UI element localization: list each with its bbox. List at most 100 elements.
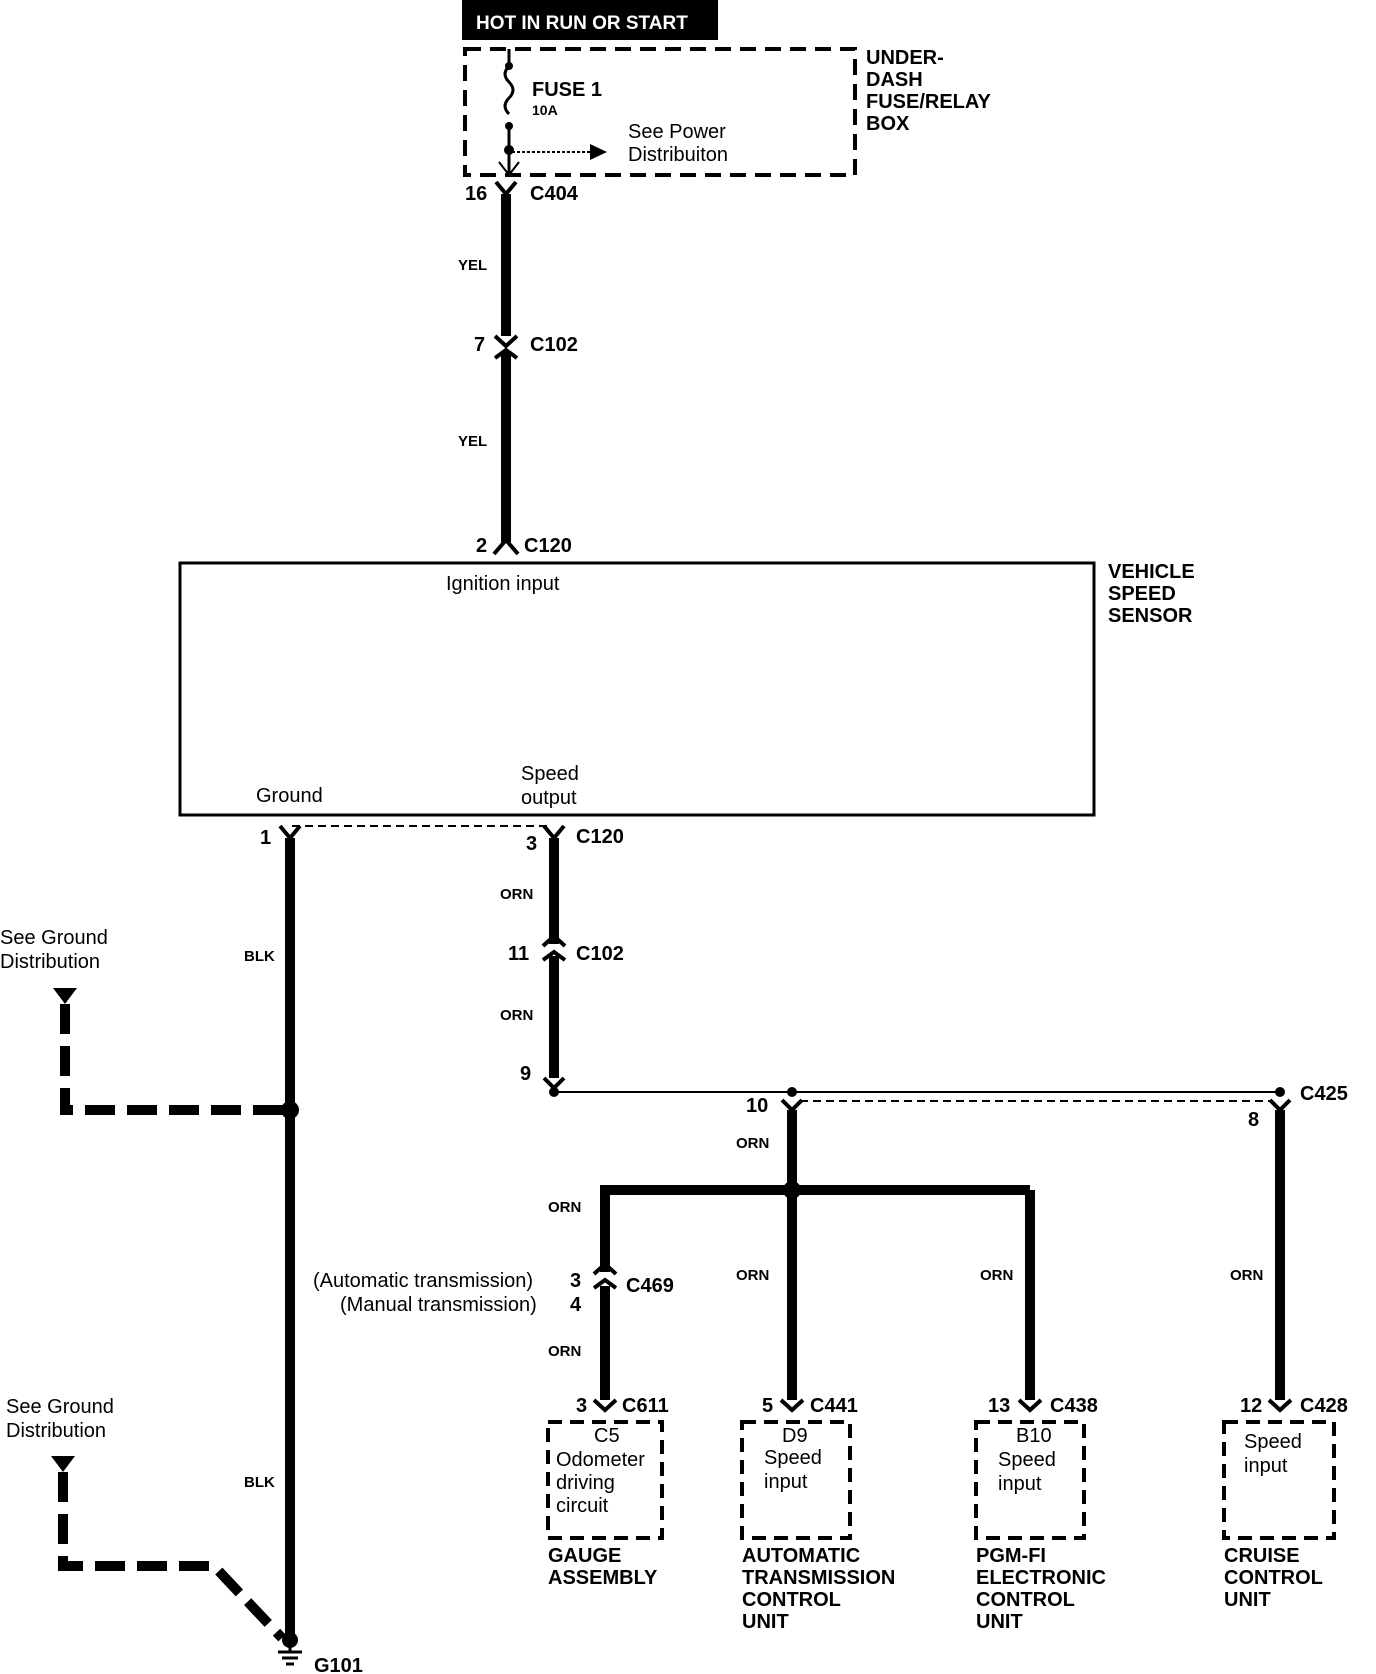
gauge-box [546, 1420, 664, 1540]
c469-manual-label: (Manual transmission) [340, 1294, 537, 1316]
g101-ground-icon [278, 1632, 302, 1666]
c611-label: C611 [622, 1395, 669, 1417]
atcu-pin-name: D9 [782, 1425, 808, 1447]
yel-wire-label-1: YEL [458, 257, 487, 274]
atcu-unit-2: TRANSMISSION [742, 1567, 895, 1589]
orn-wire-label-7: ORN [980, 1267, 1013, 1284]
c611-pin: 3 [576, 1395, 587, 1417]
blk-wire-label-1: BLK [244, 948, 275, 965]
pgmfi-pin-name: B10 [1016, 1425, 1052, 1447]
splice-9-connector [542, 1076, 566, 1097]
hot-header-box [462, 0, 718, 40]
c102-bottom-pin: 11 [508, 943, 529, 965]
pgmfi-unit-4: UNIT [976, 1611, 1023, 1633]
c425-pin-a-connector [780, 1098, 804, 1113]
orn-wire-label-4: ORN [548, 1199, 581, 1216]
c120-top-pin: 2 [476, 535, 487, 557]
pgmfi-box [974, 1420, 1086, 1540]
c469-label: C469 [626, 1275, 674, 1297]
c120-top-connector [492, 536, 520, 556]
c404-connector [494, 180, 518, 198]
pgmfi-unit-3: CONTROL [976, 1589, 1075, 1611]
c120-ground-connector [278, 824, 302, 842]
ground-ref-2-line2: Distribution [6, 1420, 106, 1442]
gauge-unit-1: GAUGE [548, 1545, 621, 1567]
gauge-pin-name: C5 [594, 1425, 620, 1447]
gauge-text-2: driving [556, 1472, 615, 1494]
see-power-arrow [512, 144, 607, 160]
c102-top-connector [493, 334, 519, 360]
c441-pin: 5 [762, 1395, 773, 1417]
gauge-text-3: circuit [556, 1495, 609, 1517]
ground-ref-1-dashed-wire [60, 1004, 290, 1115]
fuse-box-label-4: BOX [866, 113, 910, 135]
c425-pin-b: 8 [1248, 1109, 1259, 1131]
c425-label: C425 [1300, 1083, 1348, 1105]
c438-connector [1017, 1398, 1043, 1413]
pgmfi-text-1: Speed [998, 1449, 1056, 1471]
ground-ref-1-line1: See Ground [0, 927, 108, 949]
sensor-speed-output-2: output [521, 787, 577, 809]
ground-ref-1-arrow-icon [53, 988, 77, 1004]
g101-label: G101 [314, 1655, 363, 1674]
gauge-text-1: Odometer [556, 1449, 645, 1471]
cruise-unit-2: CONTROL [1224, 1567, 1323, 1589]
sensor-ignition-input: Ignition input [446, 573, 560, 595]
fuse-name: FUSE 1 [532, 79, 602, 101]
cruise-box [1222, 1420, 1336, 1540]
blk-wire-label-2: BLK [244, 1474, 275, 1491]
sensor-speed-output-1: Speed [521, 763, 579, 785]
c120-speed-pin: 3 [526, 833, 537, 855]
c102-bottom-connector [541, 933, 567, 962]
see-power-label-2: Distribuiton [628, 144, 728, 166]
fuse-symbol [498, 49, 520, 177]
c120-ground-pin: 1 [260, 827, 271, 849]
c102-top-pin: 7 [474, 334, 485, 356]
atcu-unit-3: CONTROL [742, 1589, 841, 1611]
ground-splice-dot [281, 1101, 299, 1119]
c469-automatic-label: (Automatic transmission) [313, 1270, 533, 1292]
pgmfi-unit-2: ELECTRONIC [976, 1567, 1106, 1589]
pgmfi-text-2: input [998, 1473, 1042, 1495]
atcu-unit-1: AUTOMATIC [742, 1545, 860, 1567]
c120-top-label: C120 [524, 535, 572, 557]
c120-bottom-label: C120 [576, 826, 624, 848]
c428-pin: 12 [1240, 1395, 1262, 1417]
vehicle-speed-sensor-box [178, 561, 1096, 817]
c102-bottom-label: C102 [576, 943, 624, 965]
c425-pin-a: 10 [746, 1095, 768, 1117]
fuse-box-label-2: DASH [866, 69, 923, 91]
sensor-name-1: VEHICLE [1108, 561, 1195, 583]
splice-9-pin: 9 [520, 1063, 531, 1085]
orn-wire-label-5: ORN [548, 1343, 581, 1360]
ground-ref-2-dashed-wire [58, 1472, 286, 1642]
yel-wire-label-2: YEL [458, 433, 487, 450]
c425-node-a [787, 1087, 797, 1097]
c404-label: C404 [530, 183, 579, 205]
c611-connector [592, 1398, 618, 1413]
c469-connector [592, 1261, 618, 1290]
see-power-label-1: See Power [628, 121, 726, 143]
c102-top-label: C102 [530, 334, 578, 356]
sensor-ground-label: Ground [256, 785, 323, 807]
atcu-text-2: input [764, 1471, 808, 1493]
fuse-box-label-3: FUSE/RELAY [866, 91, 992, 113]
gauge-unit-2: ASSEMBLY [548, 1567, 658, 1589]
c469-automatic-pin: 3 [570, 1270, 581, 1292]
cruise-text-1: Speed [1244, 1431, 1302, 1453]
atcu-unit-4: UNIT [742, 1611, 789, 1633]
c425-node-b [1275, 1087, 1285, 1097]
ground-ref-1-line2: Distribution [0, 951, 100, 973]
c441-connector [779, 1398, 805, 1413]
cruise-unit-3: UNIT [1224, 1589, 1271, 1611]
c404-pin: 16 [465, 183, 487, 205]
orn-wire-label-2: ORN [500, 1007, 533, 1024]
ground-ref-2-arrow-icon [51, 1456, 75, 1472]
c425-pin-b-connector [1268, 1098, 1292, 1113]
pgmfi-unit-1: PGM-FI [976, 1545, 1046, 1567]
orn-wire-label-6: ORN [736, 1267, 769, 1284]
sensor-name-3: SENSOR [1108, 605, 1193, 627]
c469-manual-pin: 4 [570, 1294, 582, 1316]
c438-pin: 13 [988, 1395, 1010, 1417]
